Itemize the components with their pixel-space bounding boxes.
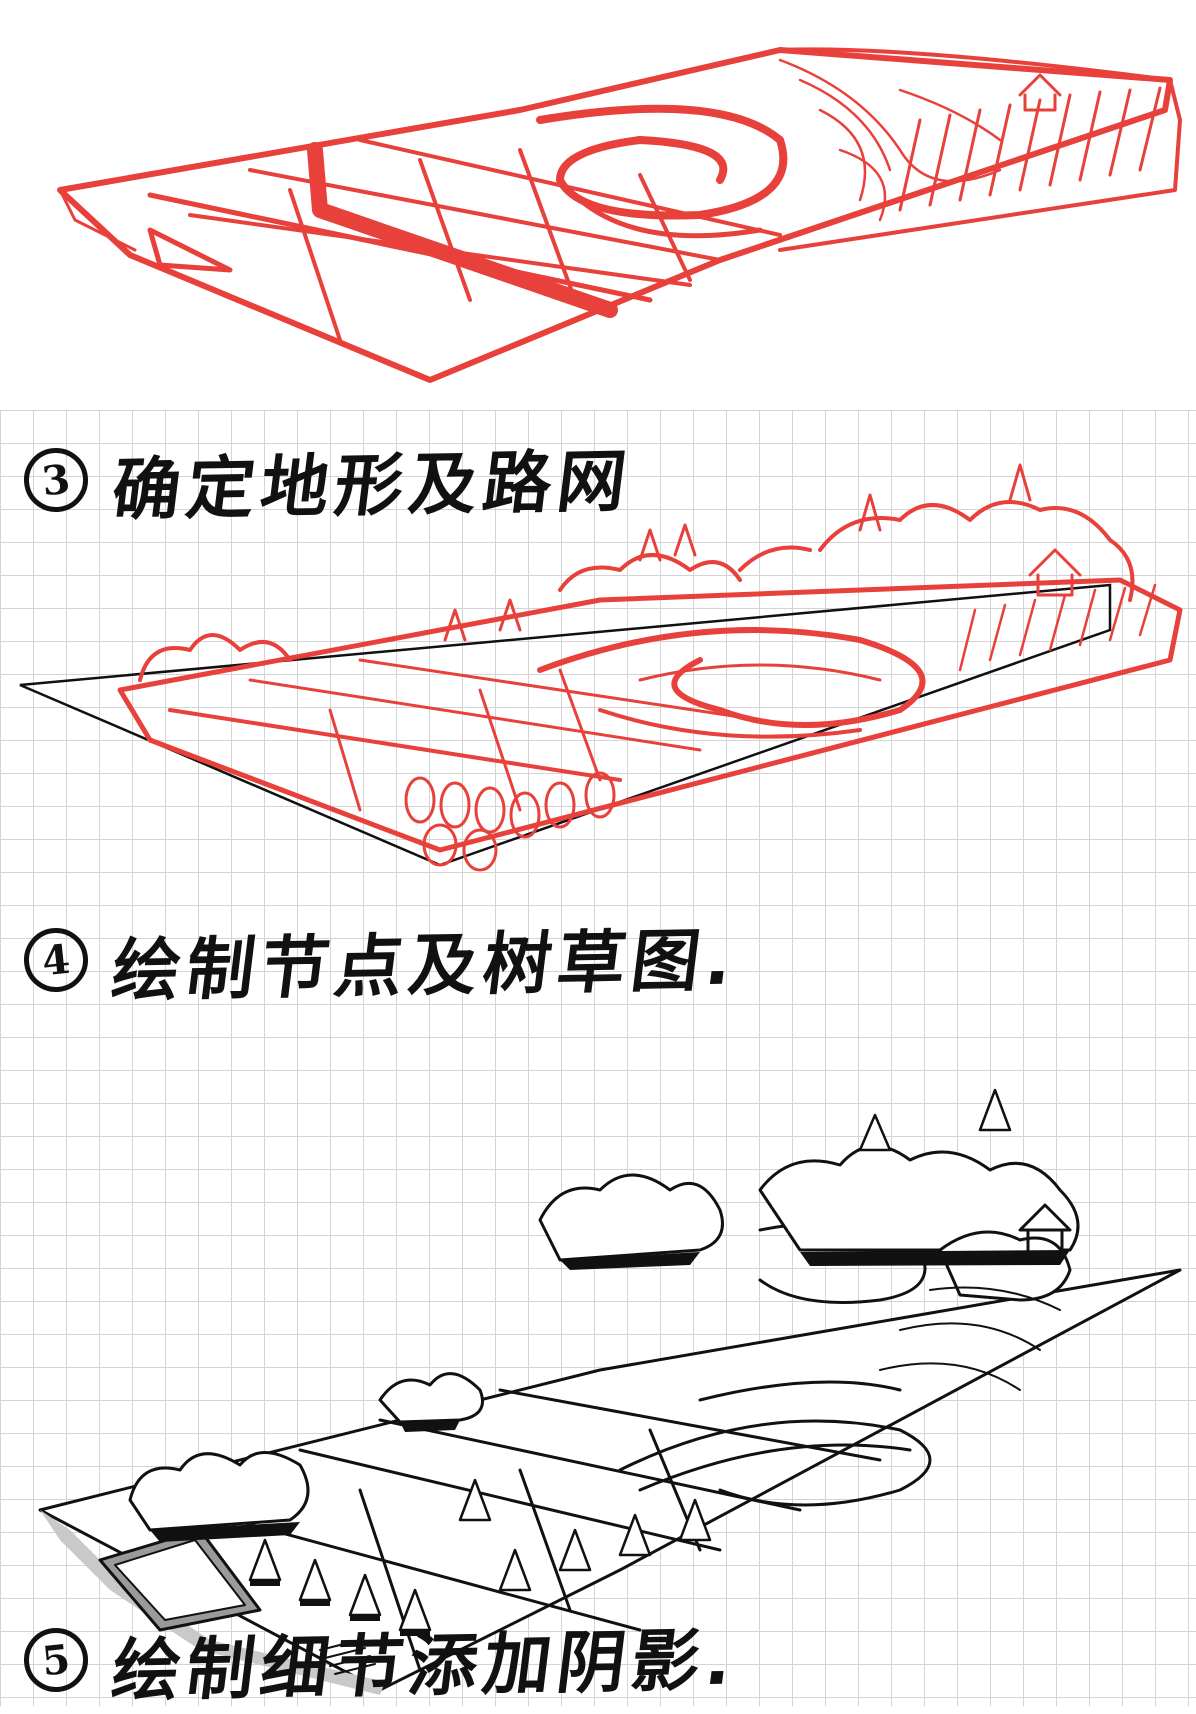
detailed-ink-drawing (38, 1088, 1182, 1695)
step-5-caption: 绘制细节添加阴影. (107, 1621, 743, 1712)
step-4-number: 4 (20, 924, 92, 995)
detail-shadow-panel: 5 绘制细节添加阴影. (0, 1070, 1196, 1711)
terrain-sketch-panel (0, 0, 1196, 410)
nodes-trees-sketch (19, 463, 1183, 872)
nodes-trees-panel: 3 确定地形及路网 (0, 410, 1196, 1070)
step-4-caption: 绘制节点及树草图. (107, 921, 743, 1012)
step-5-number: 5 (20, 1624, 92, 1695)
step-4-heading: 4 绘制节点及树草图. (20, 910, 743, 1011)
step-5-heading: 5 绘制细节添加阴影. (20, 1610, 743, 1711)
terrain-road-sketch (57, 47, 1182, 383)
